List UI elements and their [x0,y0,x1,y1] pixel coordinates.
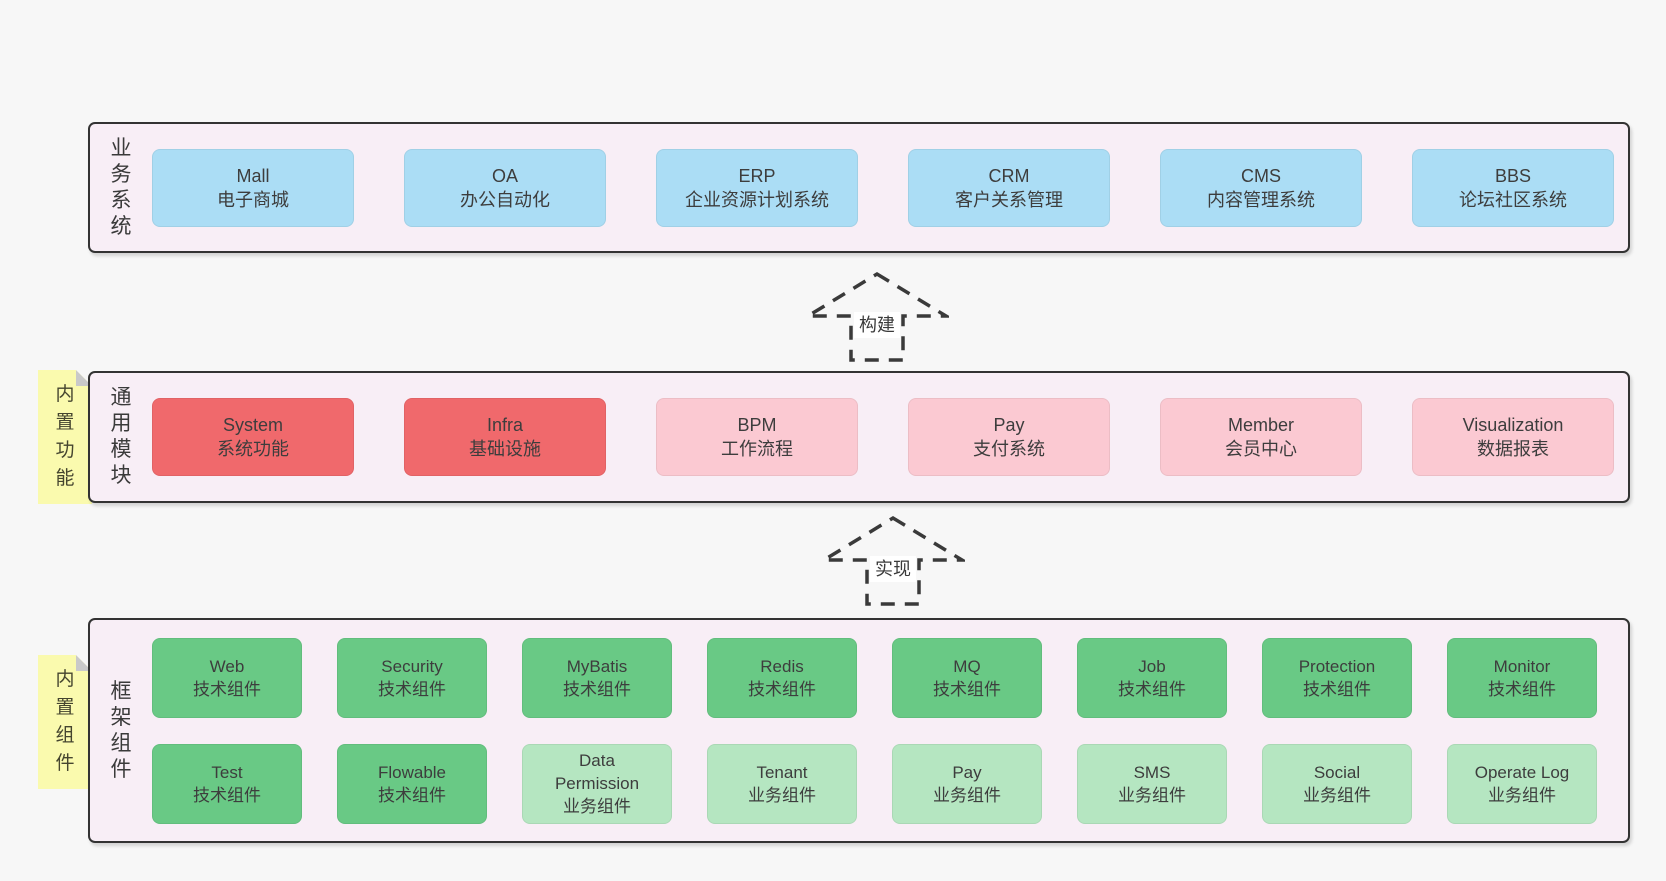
builtin-features-sticky-note: 内置功能 [38,370,92,504]
business-box-bbs: BBS 论坛社区系统 [1412,148,1614,227]
framework-components-panel: 框架组件 Web 技术组件 Security 技术组件 MyBatis 技术组件… [88,618,1630,843]
business-systems-panel: 业务系统 Mall 电子商城 OA 办公自动化 ERP 企业资源计划系统 CRM… [88,122,1630,253]
common-modules-side-label: 通用模块 [110,386,132,487]
module-box-infra: Infra 基础设施 [404,398,606,476]
component-box-test: Test 技术组件 [152,743,302,824]
build-arrow: 构建 [805,271,949,363]
business-box-crm: CRM 客户关系管理 [908,148,1110,227]
builtin-components-sticky-note: 内置组件 [38,655,92,789]
up-arrow-dashed-icon [821,515,965,606]
component-box-monitor: Monitor 技术组件 [1447,637,1597,718]
build-arrow-label: 构建 [854,312,900,338]
components-row-1: Web 技术组件 Security 技术组件 MyBatis 技术组件 Redi… [152,637,1628,718]
common-modules-boxes: System 系统功能 Infra 基础设施 BPM 工作流程 Pay 支付系统… [152,398,1628,476]
component-box-data-permission: Data Permission 业务组件 [522,743,672,824]
component-box-tenant: Tenant 业务组件 [707,743,857,824]
up-arrow-dashed-icon [805,271,949,362]
module-box-bpm: BPM 工作流程 [656,398,858,476]
component-box-sms: SMS 业务组件 [1077,743,1227,824]
builtin-features-label: 内置功能 [55,384,75,489]
component-box-redis: Redis 技术组件 [707,637,857,718]
component-box-job: Job 技术组件 [1077,637,1227,718]
implement-arrow: 实现 [821,515,965,607]
implement-arrow-label: 实现 [870,556,916,582]
component-box-protection: Protection 技术组件 [1262,637,1412,718]
components-row-2: Test 技术组件 Flowable 技术组件 Data Permission … [152,743,1628,824]
component-box-security: Security 技术组件 [337,637,487,718]
common-modules-panel: 通用模块 System 系统功能 Infra 基础设施 BPM 工作流程 Pay… [88,371,1630,503]
framework-components-side-label: 框架组件 [110,679,132,781]
module-box-visualization: Visualization 数据报表 [1412,398,1614,476]
builtin-components-label: 内置组件 [55,669,75,774]
component-box-social: Social 业务组件 [1262,743,1412,824]
module-box-member: Member 会员中心 [1160,398,1362,476]
component-box-operate-log: Operate Log 业务组件 [1447,743,1597,824]
component-box-mq: MQ 技术组件 [892,637,1042,718]
component-box-flowable: Flowable 技术组件 [337,743,487,824]
module-box-system: System 系统功能 [152,398,354,476]
business-box-mall: Mall 电子商城 [152,148,354,227]
framework-components-boxes: Web 技术组件 Security 技术组件 MyBatis 技术组件 Redi… [152,637,1628,824]
module-box-pay: Pay 支付系统 [908,398,1110,476]
business-box-oa: OA 办公自动化 [404,148,606,227]
business-box-cms: CMS 内容管理系统 [1160,148,1362,227]
component-box-mybatis: MyBatis 技术组件 [522,637,672,718]
component-box-web: Web 技术组件 [152,637,302,718]
component-box-pay: Pay 业务组件 [892,743,1042,824]
business-systems-side-label: 业务系统 [110,136,132,238]
business-box-erp: ERP 企业资源计划系统 [656,148,858,227]
business-systems-boxes: Mall 电子商城 OA 办公自动化 ERP 企业资源计划系统 CRM 客户关系… [152,148,1628,227]
